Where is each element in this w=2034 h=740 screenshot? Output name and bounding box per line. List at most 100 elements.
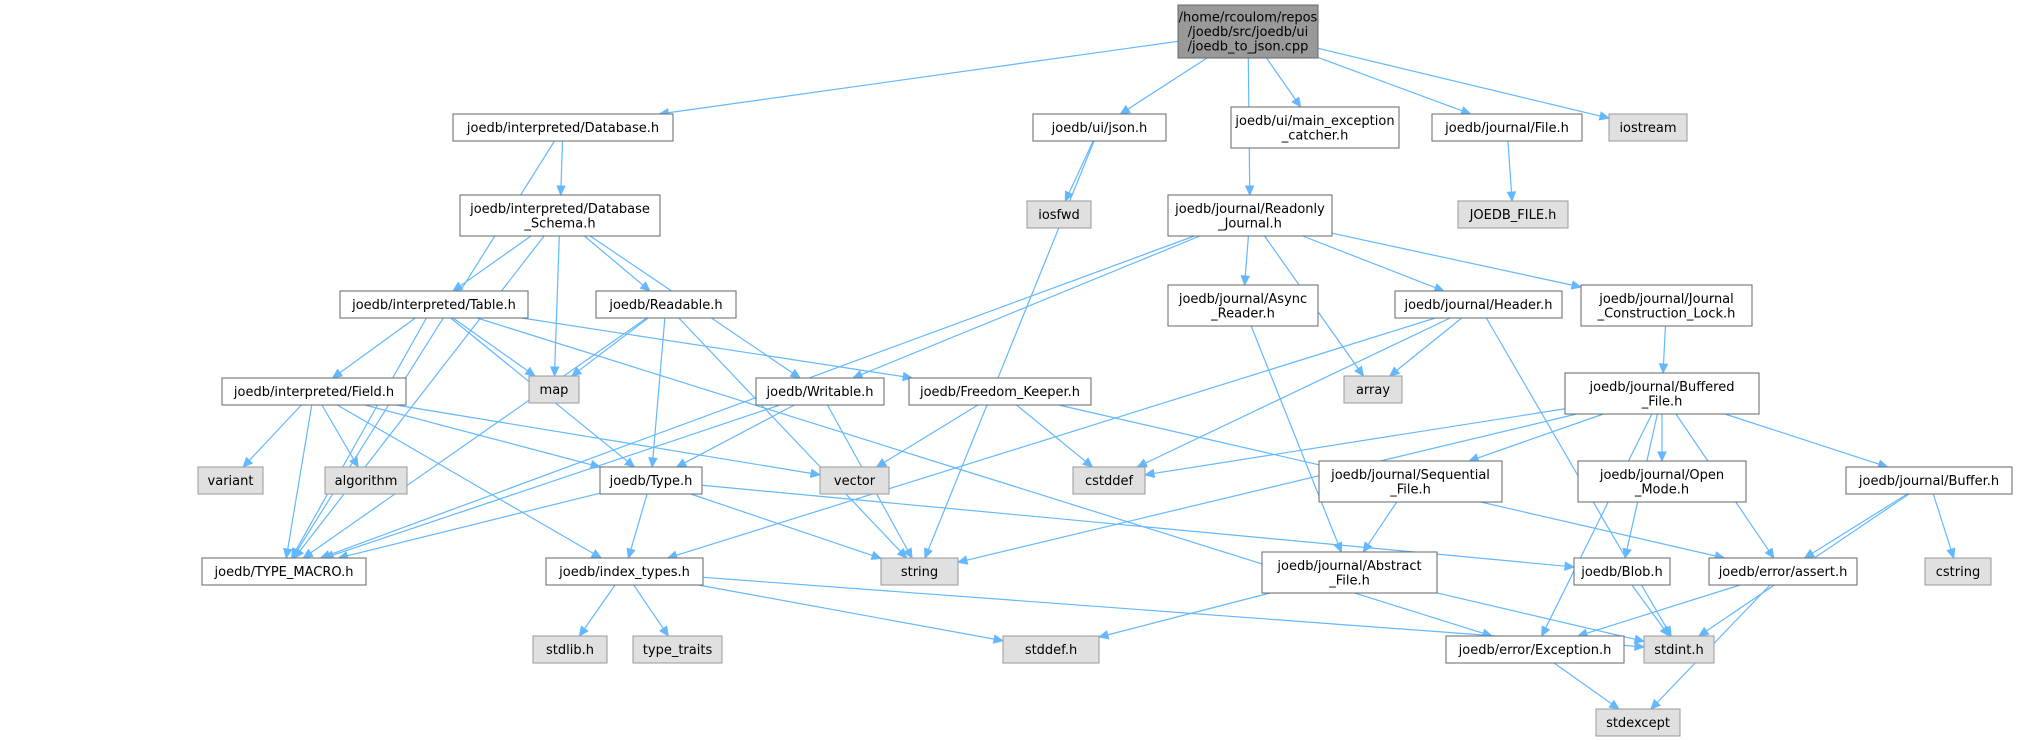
node-box[interactable] <box>755 377 885 406</box>
node-joedbfile: JOEDB_FILE.h <box>1457 200 1569 229</box>
node-box[interactable] <box>1032 113 1167 142</box>
node-vector: vector <box>819 466 890 495</box>
node-box[interactable] <box>1564 372 1760 415</box>
node-mainexc[interactable]: joedb/ui/main_exception_catcher.h <box>1230 106 1400 149</box>
node-label: type_traits <box>643 643 713 658</box>
edge-arrowhead <box>659 625 670 638</box>
node-box[interactable] <box>201 557 367 586</box>
node-box[interactable] <box>1167 194 1333 237</box>
node-type[interactable]: joedb/Type.h <box>599 466 703 495</box>
node-json[interactable]: joedb/ui/json.h <box>1032 113 1167 142</box>
node-box[interactable] <box>908 377 1092 406</box>
node-openmode[interactable]: joedb/journal/Open_Mode.h <box>1577 460 1747 503</box>
node-jclock[interactable]: joedb/journal/Journal_Construction_Lock.… <box>1580 284 1753 327</box>
node-box[interactable] <box>1177 4 1319 59</box>
edge-line <box>1631 584 1665 630</box>
edge-table-to-map <box>452 317 536 377</box>
edge-absfile-to-stddef <box>1097 592 1271 640</box>
edge-line <box>584 584 616 629</box>
node-box[interactable] <box>1230 106 1400 149</box>
edge-arrowhead <box>1622 547 1632 560</box>
nodes-layer: /home/rcoulom/repos/joedb/src/joedb/ui/j… <box>197 4 2013 737</box>
edge-line <box>336 404 594 555</box>
node-dbschema[interactable]: joedb/interpreted/Database_Schema.h <box>459 194 661 237</box>
node-label: stdint.h <box>1654 643 1703 658</box>
edge-header-to-array <box>1388 317 1463 377</box>
node-algorithm: algorithm <box>324 466 408 495</box>
edge-line <box>1265 57 1297 100</box>
node-box[interactable] <box>599 466 703 495</box>
edge-line <box>1331 232 1573 286</box>
edge-indextypes-to-typetraits <box>633 584 670 638</box>
node-assert[interactable]: joedb/error/assert.h <box>1708 557 1858 586</box>
node-box[interactable] <box>1573 557 1671 586</box>
node-typemacro[interactable]: joedb/TYPE_MACRO.h <box>201 557 367 586</box>
node-box[interactable] <box>1577 460 1747 503</box>
edge-line <box>1932 493 1952 550</box>
node-root[interactable]: /home/rcoulom/repos/joedb/src/joedb/ui/j… <box>1177 4 1319 59</box>
edge-buffer-to-cstring <box>1932 493 1956 560</box>
node-bfile[interactable]: joedb/journal/Buffered_File.h <box>1564 372 1760 415</box>
node-box[interactable] <box>1318 460 1503 503</box>
node-seqfile[interactable]: joedb/journal/Sequential_File.h <box>1318 460 1503 503</box>
node-indextypes[interactable]: joedb/index_types.h <box>545 557 704 586</box>
node-label: joedb/Type.h <box>609 474 693 489</box>
node-jfile[interactable]: joedb/journal/File.h <box>1431 113 1583 142</box>
edge-line <box>339 317 416 374</box>
node-box[interactable] <box>339 290 529 319</box>
node-blob[interactable]: joedb/Blob.h <box>1573 557 1671 586</box>
edge-line <box>1586 584 1741 634</box>
node-buffer[interactable]: joedb/journal/Buffer.h <box>1845 466 2013 495</box>
edge-line <box>702 576 1636 647</box>
node-label: joedb/interpreted/Field.h <box>233 385 394 400</box>
edge-field-to-typemacro <box>283 404 313 560</box>
node-field[interactable]: joedb/interpreted/Field.h <box>221 377 407 406</box>
node-stdint: stdint.h <box>1643 635 1715 664</box>
edge-blob-to-stdint <box>1631 584 1670 637</box>
node-label: _Reader.h <box>1210 306 1275 321</box>
node-exception[interactable]: joedb/error/Exception.h <box>1445 635 1625 664</box>
node-box[interactable] <box>1445 635 1625 664</box>
node-writable[interactable]: joedb/Writable.h <box>755 377 885 406</box>
node-table[interactable]: joedb/interpreted/Table.h <box>339 290 529 319</box>
node-rojournal[interactable]: joedb/journal/Readonly_Journal.h <box>1167 194 1333 237</box>
node-db[interactable]: joedb/interpreted/Database.h <box>452 113 674 142</box>
node-box[interactable] <box>221 377 407 406</box>
edge-arrowhead <box>1633 634 1646 644</box>
node-label: joedb/index_types.h <box>558 565 690 580</box>
node-box[interactable] <box>1394 290 1563 319</box>
edge-line <box>652 317 666 459</box>
node-label: joedb/journal/Readonly <box>1174 202 1325 217</box>
edge-arrowhead <box>1119 104 1131 115</box>
node-label: map <box>540 383 569 398</box>
edge-arrowhead <box>550 366 560 378</box>
node-label: joedb/Writable.h <box>766 385 874 400</box>
edge-writable-to-type <box>675 404 795 468</box>
node-box[interactable] <box>545 557 704 586</box>
edge-arrowhead <box>1946 547 1956 560</box>
edge-arrowhead <box>1634 641 1646 651</box>
node-box[interactable] <box>459 194 661 237</box>
node-box <box>1924 557 1992 586</box>
node-box[interactable] <box>1580 284 1753 327</box>
node-box[interactable] <box>1167 284 1319 327</box>
node-box[interactable] <box>595 290 737 319</box>
edge-table-to-typemacro <box>290 317 427 560</box>
node-freedom[interactable]: joedb/Freedom_Keeper.h <box>908 377 1092 406</box>
node-box[interactable] <box>1708 557 1858 586</box>
node-box[interactable] <box>1261 551 1438 594</box>
node-header[interactable]: joedb/journal/Header.h <box>1394 290 1563 319</box>
node-box[interactable] <box>1431 113 1583 142</box>
node-absfile[interactable]: joedb/journal/Abstract_File.h <box>1261 551 1438 594</box>
edge-readable-to-map <box>570 317 649 377</box>
edge-line <box>364 404 592 466</box>
node-readable[interactable]: joedb/Readable.h <box>595 290 737 319</box>
edge-line <box>1153 408 1566 475</box>
node-label: iosfwd <box>1038 208 1080 223</box>
node-typetraits: type_traits <box>632 635 723 664</box>
node-label: joedb/interpreted/Table.h <box>351 298 516 313</box>
edge-arrowhead <box>1598 111 1611 121</box>
node-box[interactable] <box>452 113 674 142</box>
node-box[interactable] <box>1845 466 2013 495</box>
node-asyncreader[interactable]: joedb/journal/Async_Reader.h <box>1167 284 1319 327</box>
